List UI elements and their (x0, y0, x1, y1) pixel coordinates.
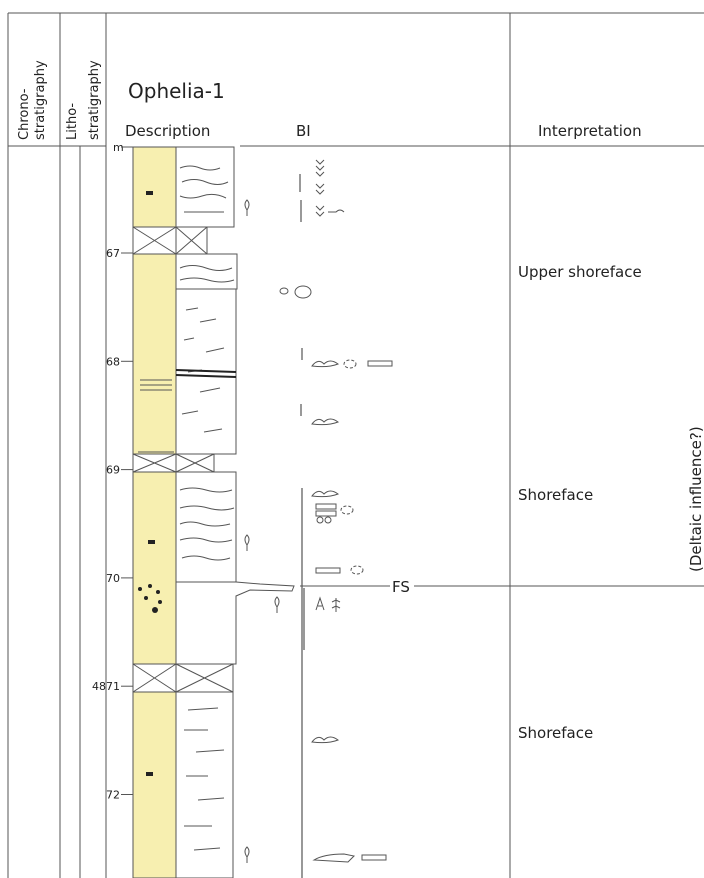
bioturbation-index-column (300, 174, 304, 878)
fs-label: FS (392, 578, 410, 596)
core-gap-2 (133, 454, 214, 472)
flooding-surface: FS (300, 578, 704, 596)
depth-labels: 67 68 69 70 4871 72 (92, 247, 133, 802)
sand-bed-2 (133, 254, 176, 454)
sand-bed-4 (133, 692, 176, 878)
depth-label: 67 (106, 247, 120, 260)
core-gap-3 (133, 664, 233, 692)
deltaic-influence-note: (Deltaic influence?) (687, 426, 704, 572)
depth-label: 69 (106, 464, 120, 477)
sand-bed-3 (133, 472, 176, 664)
depth-label: 72 (106, 789, 120, 802)
litho-header-line1: Litho- (65, 103, 80, 140)
litho-header-line2: stratigraphy (87, 60, 102, 140)
well-name: Ophelia-1 (128, 79, 225, 103)
description-header: Description (125, 122, 210, 140)
sedimentary-structures (176, 147, 294, 878)
depth-label: 4871 (92, 680, 120, 693)
interpretation-label-2: Shoreface (518, 486, 593, 504)
chrono-header-line2: stratigraphy (33, 60, 48, 140)
interpretation-label-1: Upper shoreface (518, 263, 642, 281)
root-trace-icons (245, 200, 279, 863)
depth-label: 68 (106, 355, 120, 368)
lithology-column (133, 147, 294, 878)
interpretation-label-3: Shoreface (518, 724, 593, 742)
bi-header: BI (296, 122, 311, 140)
chrono-header-line1: Chrono- (17, 88, 32, 140)
sand-bed-1 (133, 147, 176, 227)
interpretation-header: Interpretation (538, 122, 642, 140)
trace-fossil-icons (280, 160, 392, 862)
core-gap-1 (133, 227, 207, 254)
depth-label: 70 (106, 572, 120, 585)
